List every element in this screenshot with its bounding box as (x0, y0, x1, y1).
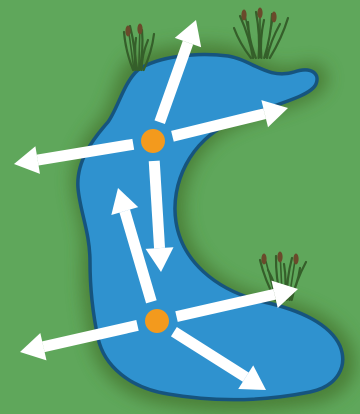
cattail-head (271, 12, 276, 23)
cattail-head (241, 10, 246, 21)
node-lower-orange-dot-icon[interactable] (145, 309, 169, 333)
cattail-head (261, 254, 266, 265)
cattail-head (257, 8, 262, 19)
node-upper-orange-dot-icon[interactable] (141, 129, 165, 153)
cattail-head (277, 252, 282, 263)
cattail-head (125, 26, 130, 37)
cattail-head (293, 254, 298, 265)
cattail-head (137, 24, 142, 35)
